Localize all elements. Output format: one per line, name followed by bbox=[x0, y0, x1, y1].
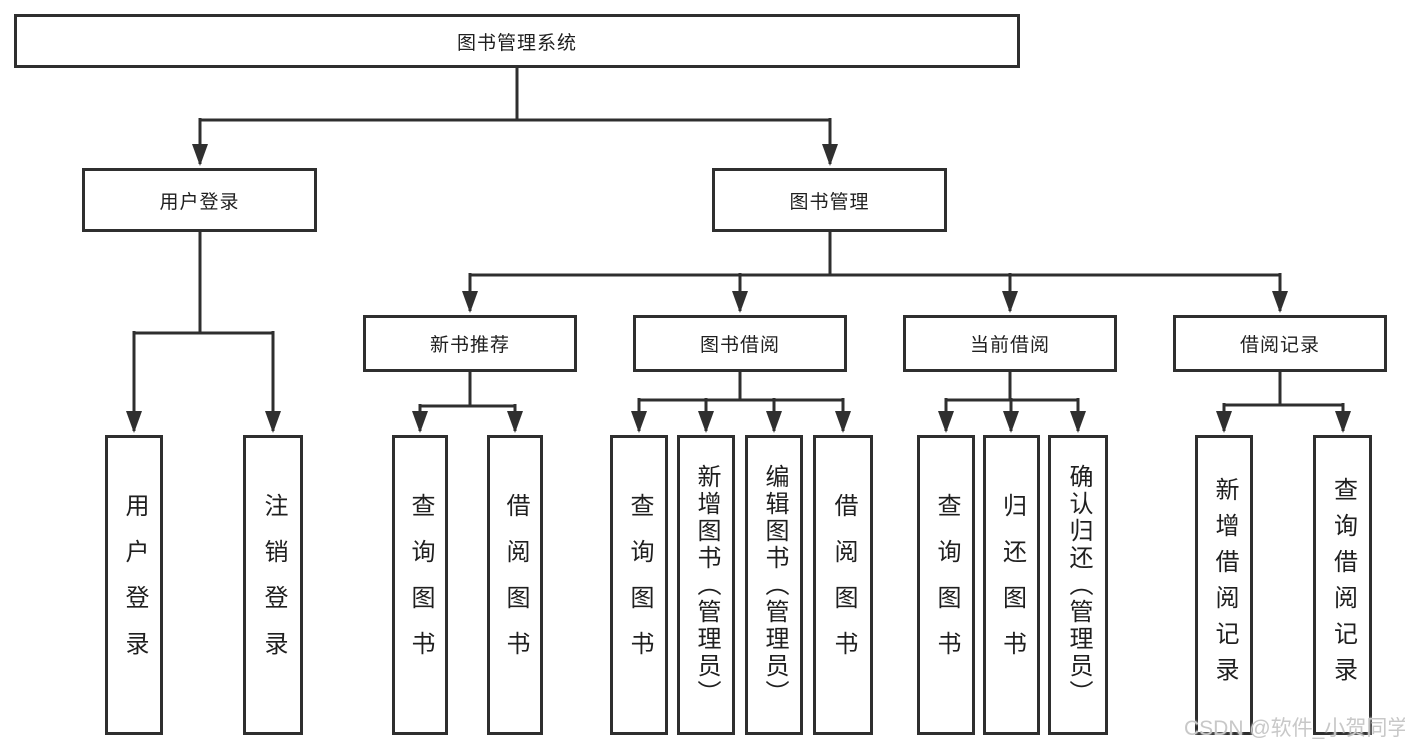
edges-book-management bbox=[462, 232, 1288, 313]
node-user-login: 用户登录 bbox=[82, 168, 317, 232]
edges-user-login bbox=[126, 232, 281, 433]
node-user-login-label: 用户登录 bbox=[159, 191, 240, 213]
leaf-query-books-borrow: 查询图书 bbox=[610, 435, 668, 735]
edges-new-book-recommend bbox=[412, 372, 523, 433]
leaf-user-login: 用户登录 bbox=[105, 435, 163, 735]
leaf-edit-books-admin: 编辑图书（管理员） bbox=[745, 435, 803, 735]
leaf-query-books-recommend: 查询图书 bbox=[392, 435, 448, 735]
edges-book-borrowing bbox=[631, 372, 851, 433]
node-book-borrowing: 图书借阅 bbox=[633, 315, 847, 372]
node-borrow-records: 借阅记录 bbox=[1173, 315, 1387, 372]
node-library-system-label: 图书管理系统 bbox=[456, 32, 577, 54]
leaf-add-books-admin-label: 新增图书（管理员） bbox=[693, 463, 720, 707]
leaf-borrow-books-label: 借阅图书 bbox=[830, 493, 857, 677]
leaf-edit-books-admin-label: 编辑图书（管理员） bbox=[761, 463, 788, 707]
leaf-borrow-books-recommend-label: 借阅图书 bbox=[502, 493, 529, 677]
leaf-add-books-admin: 新增图书（管理员） bbox=[677, 435, 735, 735]
node-book-management: 图书管理 bbox=[712, 168, 947, 232]
node-book-borrowing-label: 图书借阅 bbox=[699, 335, 780, 356]
leaf-return-books: 归还图书 bbox=[983, 435, 1040, 735]
leaf-add-borrow-record: 新增借阅记录 bbox=[1195, 435, 1253, 735]
leaf-confirm-return-admin: 确认归还（管理员） bbox=[1048, 435, 1108, 735]
leaf-query-books-recommend-label: 查询图书 bbox=[407, 493, 434, 677]
leaf-add-borrow-record-label: 新增借阅记录 bbox=[1211, 477, 1238, 693]
leaf-query-books-current-label: 查询图书 bbox=[933, 493, 960, 677]
node-library-system: 图书管理系统 bbox=[14, 14, 1020, 68]
edges-root bbox=[192, 68, 838, 166]
edges-borrow-records bbox=[1216, 372, 1351, 433]
node-current-borrowing-label: 当前借阅 bbox=[969, 335, 1050, 356]
csdn-watermark: CSDN @软件_小贺同学 bbox=[1184, 717, 1405, 740]
leaf-user-login-label: 用户登录 bbox=[121, 493, 148, 677]
leaf-logout-login-label: 注销登录 bbox=[260, 493, 287, 677]
leaf-query-borrow-record: 查询借阅记录 bbox=[1313, 435, 1372, 735]
node-book-management-label: 图书管理 bbox=[789, 191, 870, 213]
leaf-logout-login: 注销登录 bbox=[243, 435, 303, 735]
leaf-query-books-borrow-label: 查询图书 bbox=[626, 493, 653, 677]
leaf-borrow-books: 借阅图书 bbox=[813, 435, 873, 735]
leaf-confirm-return-admin-label: 确认归还（管理员） bbox=[1065, 463, 1092, 707]
node-borrow-records-label: 借阅记录 bbox=[1239, 335, 1320, 356]
node-current-borrowing: 当前借阅 bbox=[903, 315, 1117, 372]
leaf-return-books-label: 归还图书 bbox=[998, 493, 1026, 677]
leaf-query-books-current: 查询图书 bbox=[917, 435, 975, 735]
node-new-book-recommend-label: 新书推荐 bbox=[429, 335, 510, 356]
leaf-borrow-books-recommend: 借阅图书 bbox=[487, 435, 543, 735]
leaf-query-borrow-record-label: 查询借阅记录 bbox=[1329, 477, 1357, 693]
node-new-book-recommend: 新书推荐 bbox=[363, 315, 577, 372]
edges-current-borrowing bbox=[938, 372, 1086, 433]
